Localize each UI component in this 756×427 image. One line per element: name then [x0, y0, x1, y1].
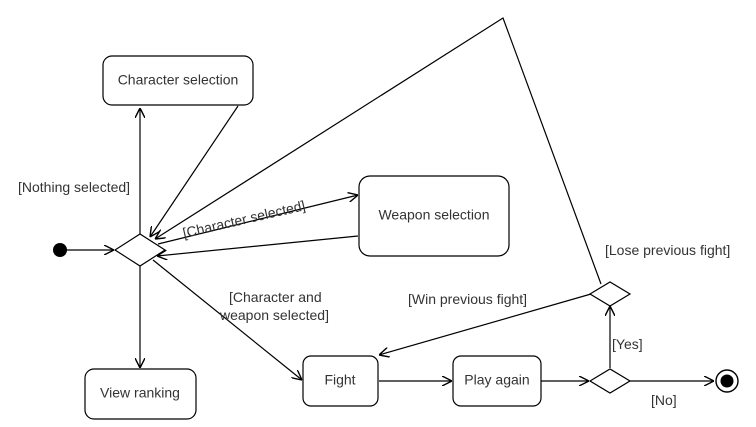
- guard-win-previous-fight: [Win previous fight]: [408, 291, 527, 307]
- edge-win-to-fight: [379, 293, 592, 355]
- fight-result-decision-node: [588, 281, 632, 307]
- guard-yes: [Yes]: [612, 336, 643, 352]
- guard-character-and-weapon-line2: weapon selected]: [219, 307, 329, 323]
- play-again-decision-node: [588, 368, 632, 394]
- guard-character-selected: [Character selected]: [181, 197, 307, 241]
- guard-character-and-weapon-line1: [Character and: [229, 289, 322, 305]
- edge-weapon-selection-to-decision: [157, 235, 359, 256]
- state-fight: Fight: [302, 355, 379, 407]
- edge-character-selection-to-decision: [150, 105, 239, 237]
- guard-no: [No]: [651, 392, 677, 408]
- state-label: View ranking: [100, 385, 180, 401]
- edge-decision-to-fight: [152, 259, 302, 380]
- guard-lose-previous-fight: [Lose previous fight]: [605, 242, 730, 258]
- state-play-again: Play again: [452, 355, 542, 407]
- guard-nothing-selected: [Nothing selected]: [18, 179, 130, 195]
- final-node: [715, 369, 739, 393]
- state-label: Play again: [464, 372, 529, 388]
- edge-lose-to-decision: [155, 17, 602, 285]
- state-label: Character selection: [118, 72, 239, 88]
- initial-node: [53, 243, 67, 257]
- state-label: Weapon selection: [378, 207, 489, 223]
- main-decision-node: [113, 233, 167, 267]
- state-view-ranking: View ranking: [84, 368, 197, 420]
- state-weapon-selection: Weapon selection: [358, 175, 510, 257]
- edge-decision-to-weapon-selection: [157, 195, 358, 245]
- state-character-selection: Character selection: [102, 55, 254, 106]
- state-label: Fight: [324, 372, 355, 388]
